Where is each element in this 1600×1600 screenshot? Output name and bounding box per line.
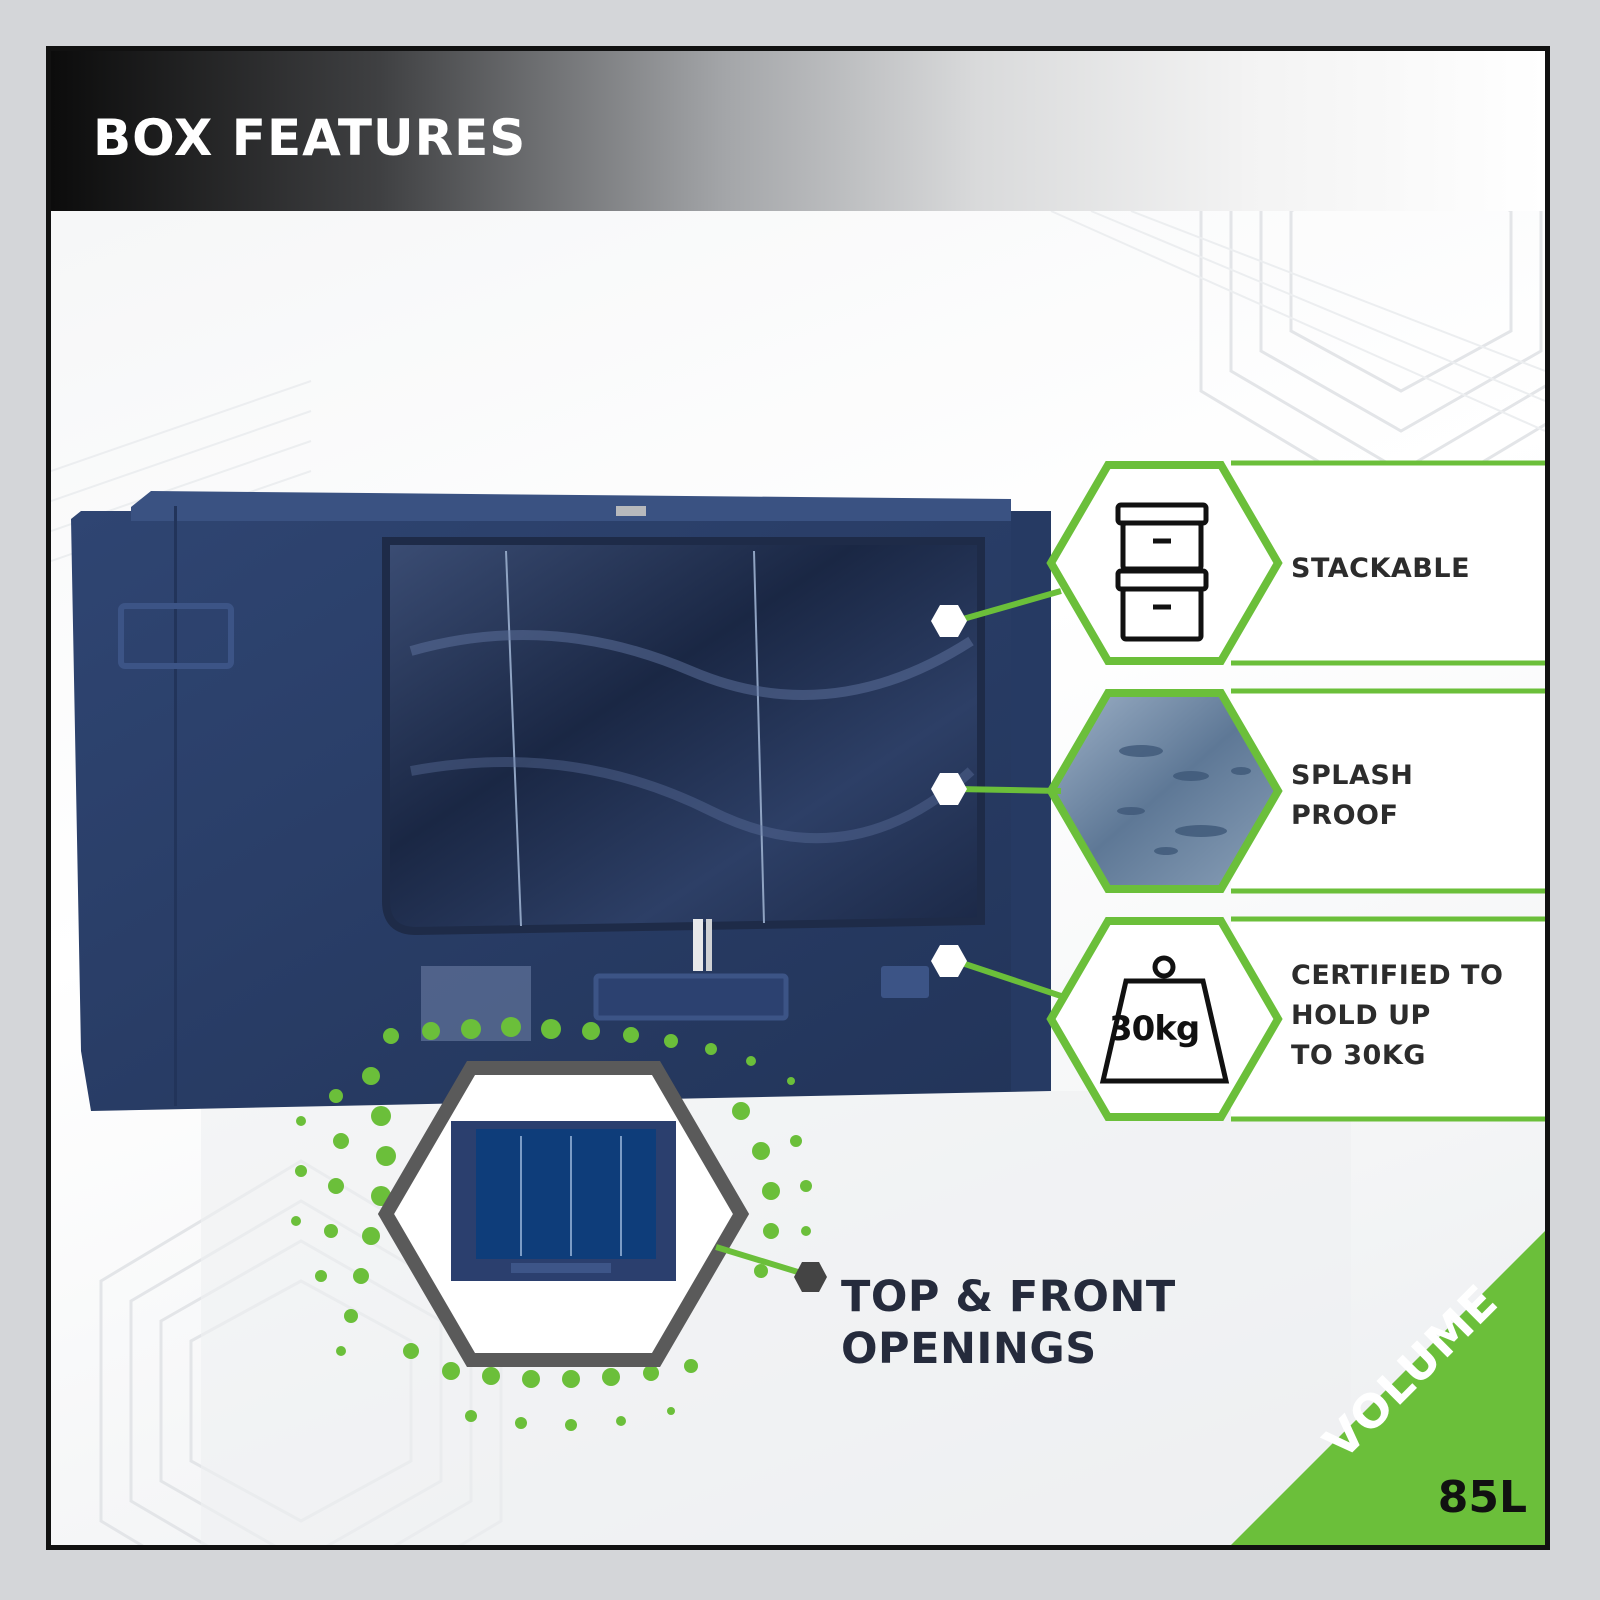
feature-label-weight: CERTIFIED TO HOLD UP TO 30KG: [1291, 960, 1504, 1071]
storage-box: [71, 491, 1051, 1111]
feature-label-stackable: STACKABLE: [1291, 553, 1471, 584]
marker-icon: [931, 605, 967, 637]
openings-label: TOP & FRONT OPENINGS: [841, 1272, 1176, 1374]
volume-corner: [1231, 1231, 1545, 1545]
water-droplets-texture: [1117, 745, 1251, 855]
feature-stackable: [931, 460, 1545, 666]
weight-icon-label: 30kg: [1109, 1009, 1200, 1049]
stacked-boxes-icon: [1115, 502, 1209, 642]
feature-splash-proof: [931, 688, 1545, 894]
product-infographic: BOX FEATURES: [46, 46, 1550, 1550]
openings-inset: [377, 1061, 750, 1367]
weight-icon: [1099, 955, 1230, 1084]
marker-icon: [931, 773, 967, 805]
openings-marker-icon: [794, 1262, 827, 1292]
page-title: BOX FEATURES: [93, 109, 527, 167]
feature-weight: [931, 916, 1545, 1122]
marker-icon: [931, 945, 967, 977]
green-dot-pattern: [291, 1017, 812, 1431]
product-illustration: [71, 460, 1545, 1545]
volume-value: 85L: [1437, 1472, 1527, 1523]
background-hex-pattern: [51, 51, 1545, 1545]
header-banner: BOX FEATURES: [51, 51, 1545, 211]
feature-label-splash-proof: SPLASH PROOF: [1291, 760, 1414, 831]
